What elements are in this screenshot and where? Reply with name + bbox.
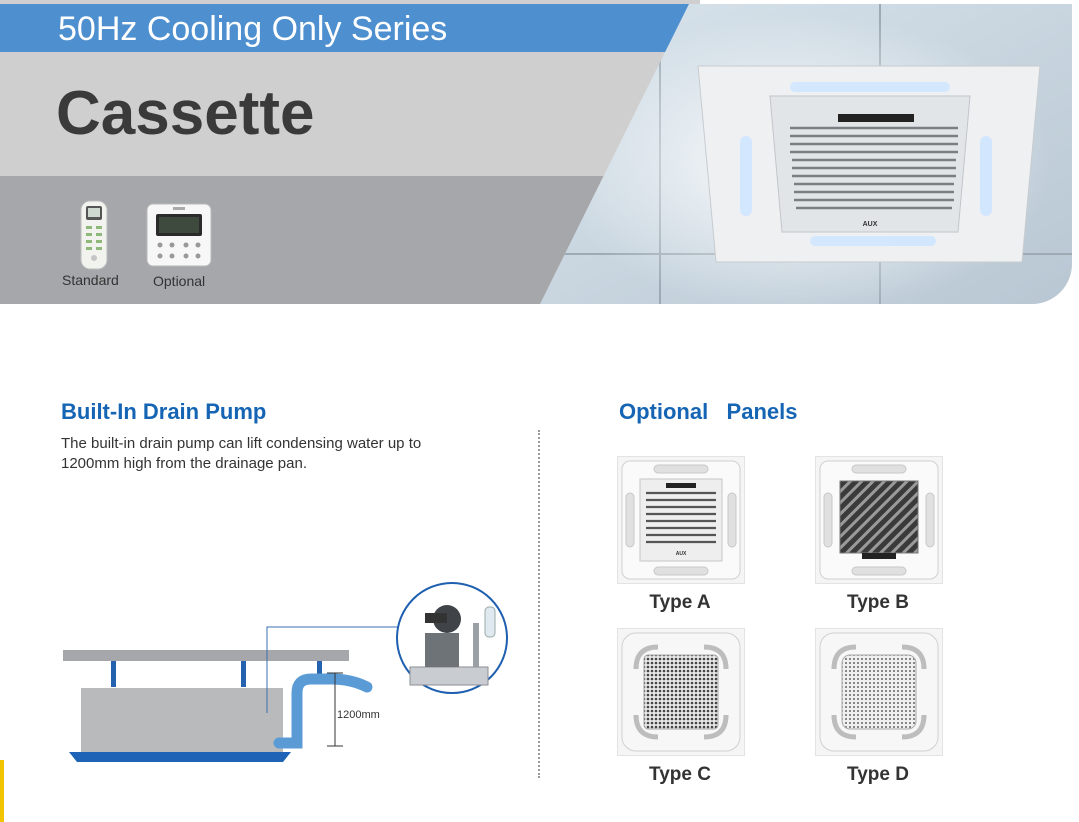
ceiling-slab: [63, 650, 349, 661]
panel-type-d: [815, 628, 943, 756]
standard-label: Standard: [62, 272, 119, 288]
panel-type-c: [617, 628, 745, 756]
series-title: 50Hz Cooling Only Series: [58, 10, 448, 48]
section-divider: [538, 430, 540, 778]
pump-assembly: [409, 605, 496, 686]
panel-type-c-label: Type C: [649, 764, 711, 785]
drain-pump-title: Built-In Drain Pump: [61, 399, 267, 424]
panel-type-a-image: AUX: [621, 460, 741, 580]
drain-pump-diagram: 1200mm: [63, 582, 508, 762]
yellow-edge-mark: [0, 760, 4, 822]
product-title: Cassette: [56, 79, 315, 148]
panel-type-d-image: [819, 632, 939, 752]
drain-pipe: [273, 673, 373, 749]
panel-type-b-image: [819, 460, 939, 580]
panel-type-a: AUX: [617, 456, 745, 584]
lift-height-label: 1200mm: [337, 709, 380, 721]
cassette-photo: AUX: [540, 4, 1072, 304]
drain-pump-description: The built-in drain pump can lift condens…: [61, 435, 422, 472]
panel-type-b-label: Type B: [847, 592, 909, 613]
panel-type-a-label: Type A: [649, 592, 711, 613]
indoor-unit-body: [81, 688, 283, 752]
standard-remote-icon: [80, 200, 108, 270]
optional-panels-title: Optional Panels: [619, 399, 798, 424]
series-bar: [0, 4, 700, 52]
optional-label: Optional: [153, 273, 206, 289]
drain-tray: [69, 752, 291, 762]
wired-controller-icon: [146, 203, 212, 267]
cassette-unit-illustration: AUX: [540, 4, 1072, 304]
panel-type-c-image: [621, 632, 741, 752]
photo-brand-mark: AUX: [863, 221, 878, 228]
panel-type-d-label: Type D: [847, 764, 909, 785]
panel-brand-mark: AUX: [676, 551, 687, 557]
panel-type-b: [815, 456, 943, 584]
